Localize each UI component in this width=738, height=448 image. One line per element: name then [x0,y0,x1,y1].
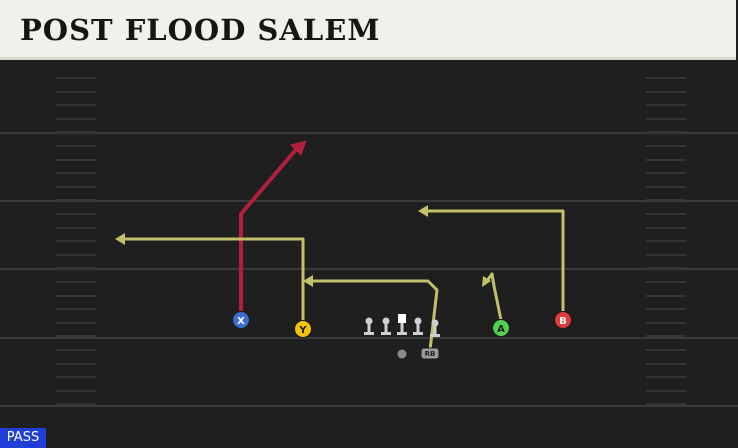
player-x-circle [232,311,250,329]
player-b-marker[interactable]: B [554,311,572,329]
player-a-circle [492,319,510,337]
offensive-line [364,314,440,337]
offensive-lineman-icon [413,317,423,335]
route-y-out [122,237,305,330]
offensive-lineman-icon [381,317,391,335]
pass-mode-badge: PASS [0,428,46,448]
player-y-marker[interactable]: Y [294,320,312,338]
route-rb-arrowhead [303,275,313,287]
play-title: POST FLOOD SALEM [20,13,381,47]
qb-dot [397,349,407,359]
player-x-label: X [237,316,245,327]
title-bar: POST FLOOD SALEM [0,0,736,60]
route-a-arrowhead [482,276,491,287]
player-rb-badge [420,347,440,360]
player-rb-label: RB [425,350,436,358]
route-y-arrowhead [115,233,125,245]
yard-lines [0,132,738,407]
player-b-circle [554,311,572,329]
offensive-lineman-icon [364,317,374,335]
route-b-arrowhead [418,205,428,217]
player-a-marker[interactable]: A [492,319,510,337]
player-x-marker[interactable]: X [232,311,250,329]
route-a-hook [490,272,503,322]
player-rb-marker[interactable]: RB [420,347,440,360]
player-y-circle [294,320,312,338]
route-x-arrowhead [290,140,307,156]
route-b-in [426,209,565,314]
center-lineman-icon [397,314,407,335]
player-y-label: Y [298,325,307,336]
route-x-post [239,144,301,320]
offensive-lineman-icon [430,319,440,337]
player-a-label: A [497,324,505,335]
hash-marks [56,77,686,405]
player-b-label: B [559,316,567,327]
